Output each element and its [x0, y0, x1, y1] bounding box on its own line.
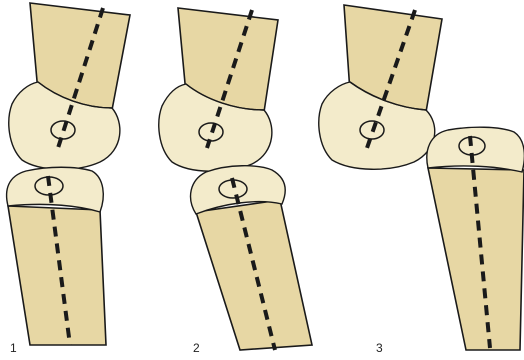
panel-2: 2: [159, 8, 312, 355]
panel-2-lower-shaft: [196, 200, 312, 350]
panel-2-label: 2: [193, 341, 200, 355]
panel-1: 1: [7, 3, 130, 355]
panel-3: 3: [319, 5, 524, 355]
panel-1-label: 1: [10, 341, 17, 355]
panel-3-label: 3: [376, 341, 383, 355]
panel-1-lower-shaft: [8, 206, 106, 345]
